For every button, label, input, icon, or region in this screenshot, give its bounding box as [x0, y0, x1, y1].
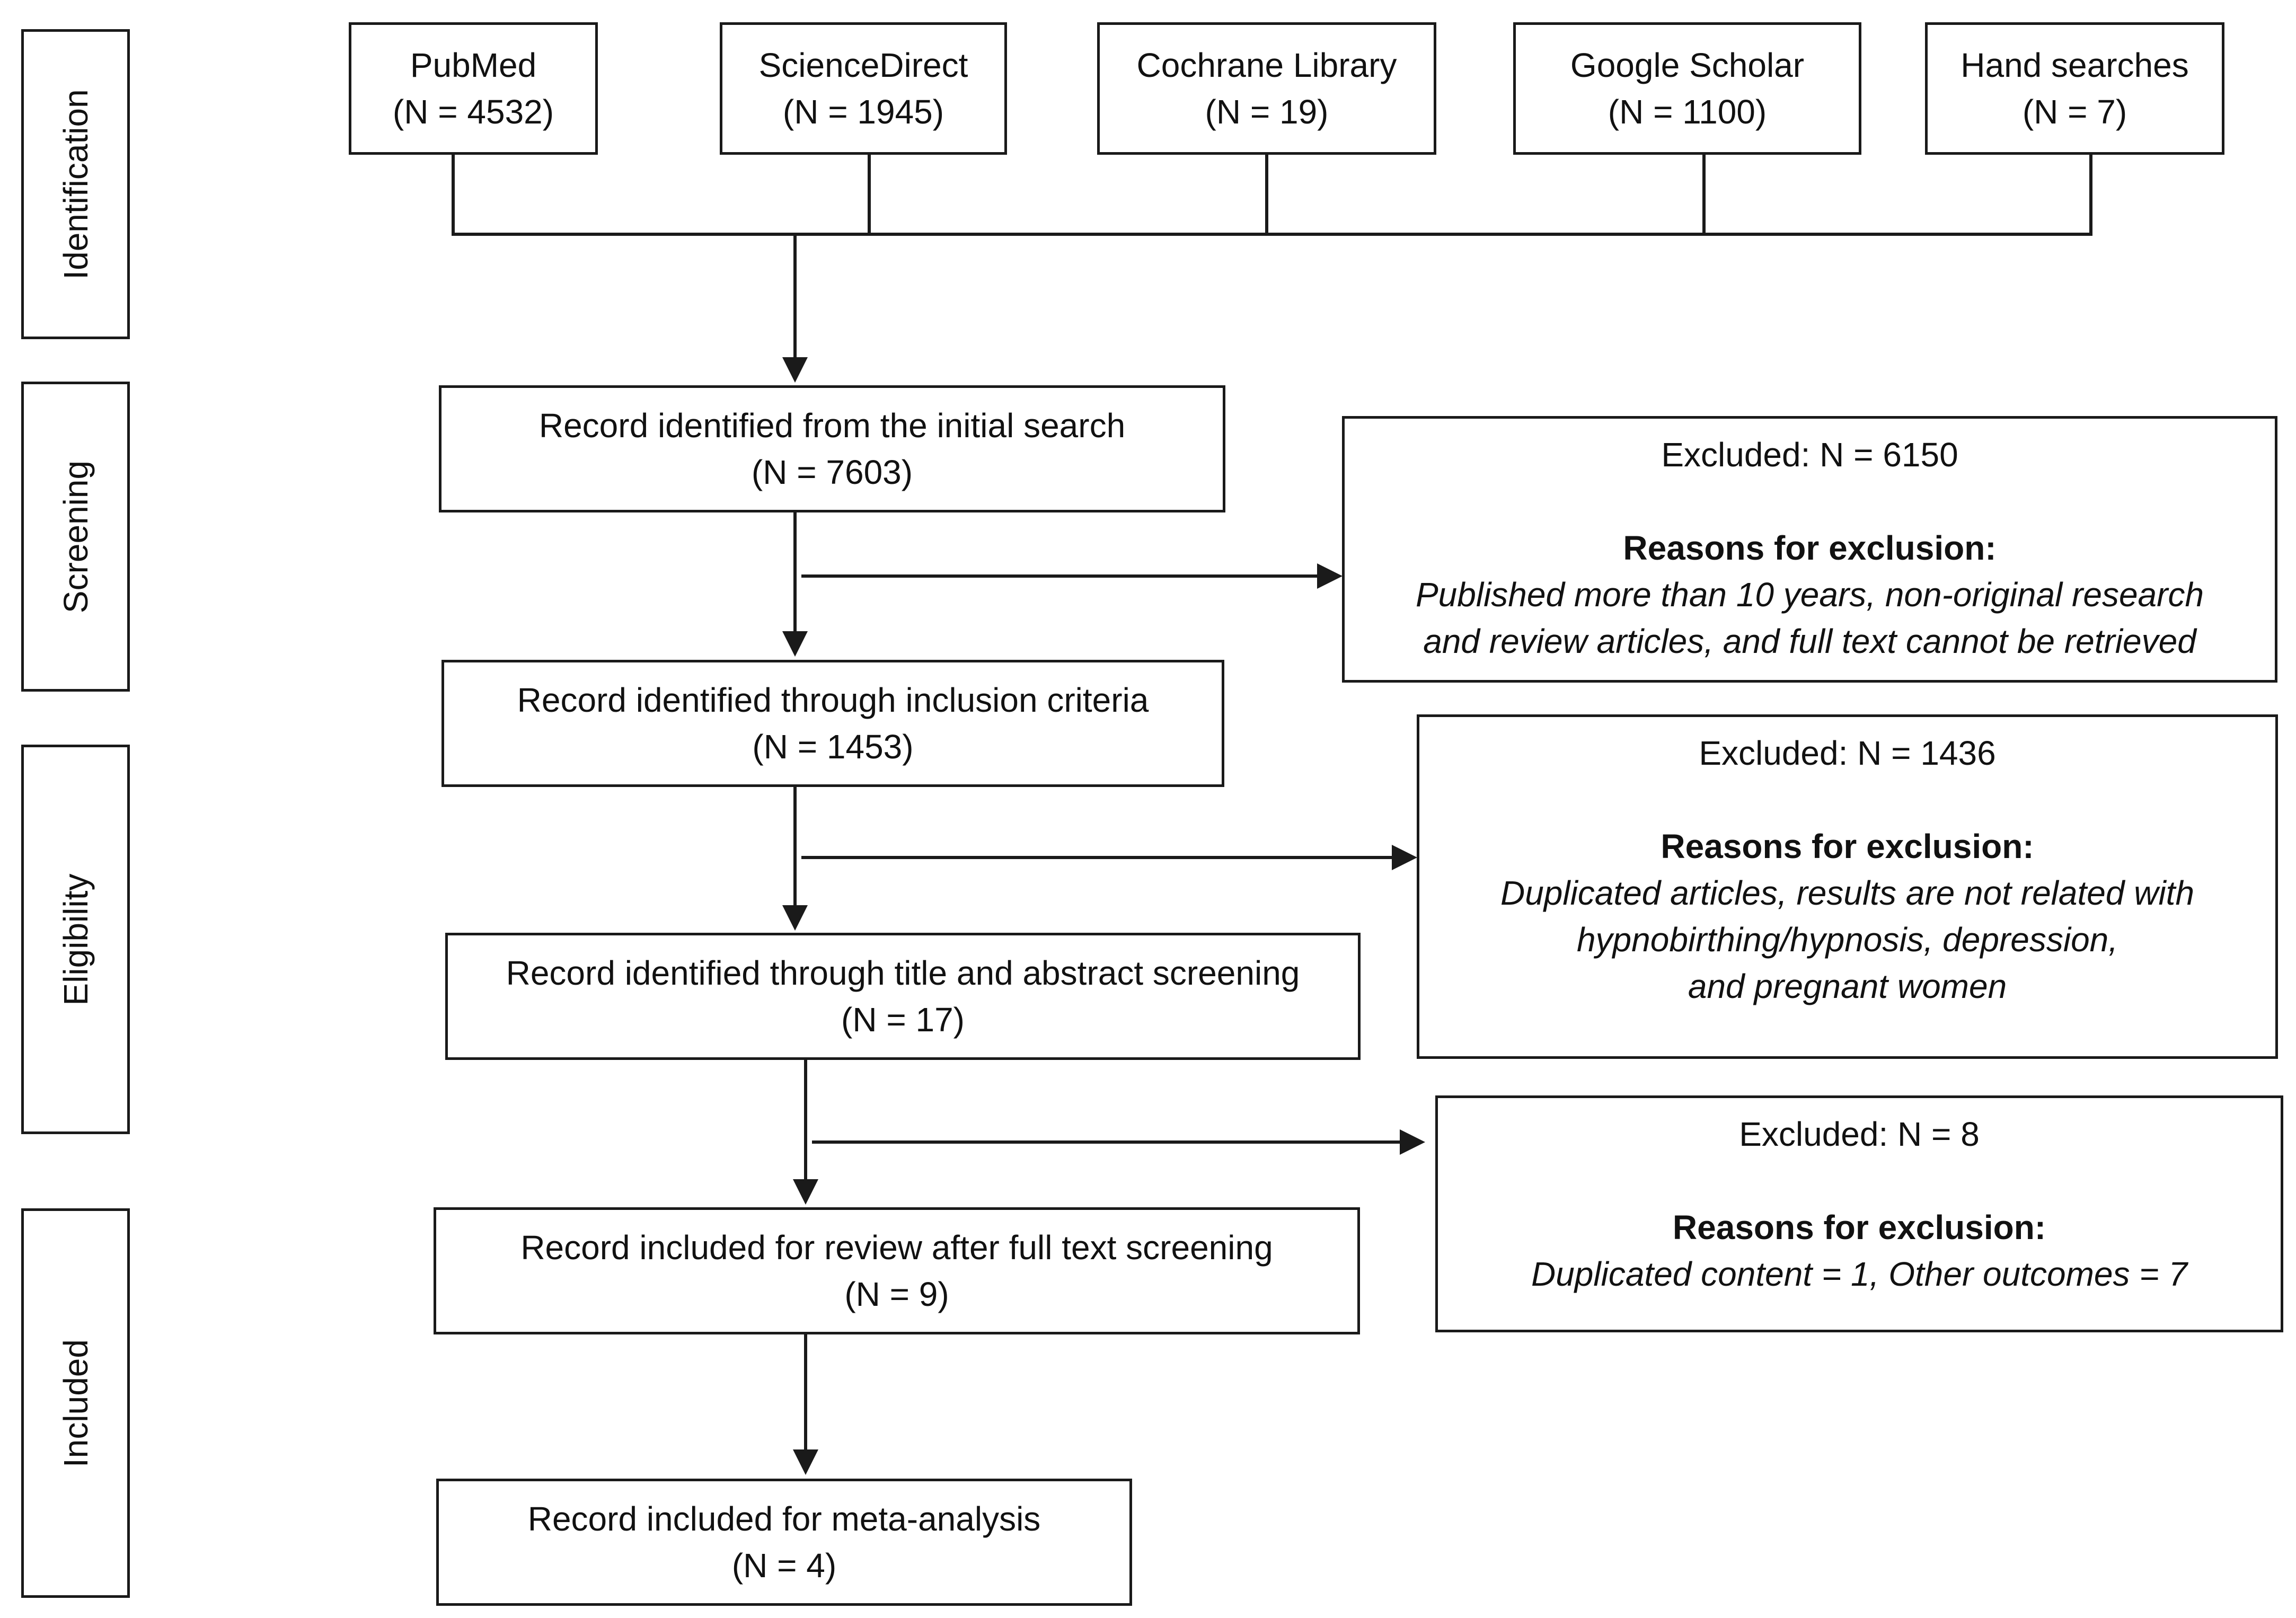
source-name: ScienceDirect: [758, 46, 968, 84]
source-count: (N = 19): [1205, 93, 1329, 131]
flow-meta-analysis: Record included for meta-analysis (N = 4…: [436, 1479, 1132, 1606]
source-name: PubMed: [410, 46, 537, 84]
exclusion-reasons-title: Reasons for exclusion:: [1672, 1208, 2046, 1246]
exclusion-box-screening: Excluded: N = 6150 Reasons for exclusion…: [1342, 416, 2277, 683]
flow-label: Record included for meta-analysis: [527, 1500, 1041, 1538]
exclusion-reason-line: and pregnant women: [1688, 967, 2007, 1005]
exclusion-reasons-title: Reasons for exclusion:: [1661, 827, 2034, 865]
stage-identification: Identification: [21, 29, 130, 339]
flow-label: Record identified from the initial searc…: [538, 406, 1126, 445]
flow-inclusion-criteria: Record identified through inclusion crit…: [441, 660, 1224, 787]
exclusion-reason-line: hypnobirthing/hypnosis, depression,: [1576, 921, 2118, 959]
flow-count: (N = 1453): [752, 728, 914, 766]
stage-screening: Screening: [21, 382, 130, 692]
stage-included: Included: [21, 1208, 130, 1598]
flow-count: (N = 17): [841, 1001, 965, 1039]
exclusion-count: Excluded: N = 1436: [1699, 734, 1996, 772]
exclusion-box-eligibility: Excluded: N = 1436 Reasons for exclusion…: [1417, 714, 2278, 1059]
source-count: (N = 4532): [392, 93, 554, 131]
exclusion-count: Excluded: N = 6150: [1661, 436, 1958, 474]
flow-count: (N = 4): [731, 1546, 837, 1585]
source-name: Hand searches: [1961, 46, 2189, 84]
exclusion-reason-line: Duplicated content = 1, Other outcomes =…: [1531, 1255, 2188, 1293]
source-hand-searches: Hand searches (N = 7): [1925, 22, 2224, 155]
flow-label: Record identified through title and abst…: [506, 954, 1300, 992]
exclusion-reason-line: Duplicated articles, results are not rel…: [1500, 874, 2195, 912]
source-sciencedirect: ScienceDirect (N = 1945): [720, 22, 1007, 155]
exclusion-reason-line: and review articles, and full text canno…: [1423, 622, 2196, 660]
exclusion-box-full-text: Excluded: N = 8 Reasons for exclusion: D…: [1435, 1095, 2283, 1332]
source-pubmed: PubMed (N = 4532): [349, 22, 598, 155]
flow-count: (N = 9): [844, 1275, 949, 1313]
flow-initial-search: Record identified from the initial searc…: [439, 385, 1225, 512]
exclusion-count: Excluded: N = 8: [1739, 1115, 1980, 1153]
stage-eligibility: Eligibility: [21, 745, 130, 1134]
flow-title-abstract-screening: Record identified through title and abst…: [445, 933, 1361, 1060]
source-name: Cochrane Library: [1136, 46, 1397, 84]
source-count: (N = 1945): [782, 93, 944, 131]
exclusion-reasons-title: Reasons for exclusion:: [1623, 529, 1997, 567]
source-count: (N = 7): [2022, 93, 2127, 131]
source-cochrane-library: Cochrane Library (N = 19): [1097, 22, 1436, 155]
source-name: Google Scholar: [1570, 46, 1805, 84]
flow-label: Record identified through inclusion crit…: [517, 681, 1149, 719]
source-count: (N = 1100): [1608, 93, 1767, 131]
flow-count: (N = 7603): [751, 453, 913, 491]
flow-label: Record included for review after full te…: [520, 1228, 1273, 1267]
exclusion-reason-line: Published more than 10 years, non-origin…: [1415, 576, 2204, 614]
source-google-scholar: Google Scholar (N = 1100): [1513, 22, 1861, 155]
flow-full-text-screening: Record included for review after full te…: [434, 1207, 1360, 1334]
